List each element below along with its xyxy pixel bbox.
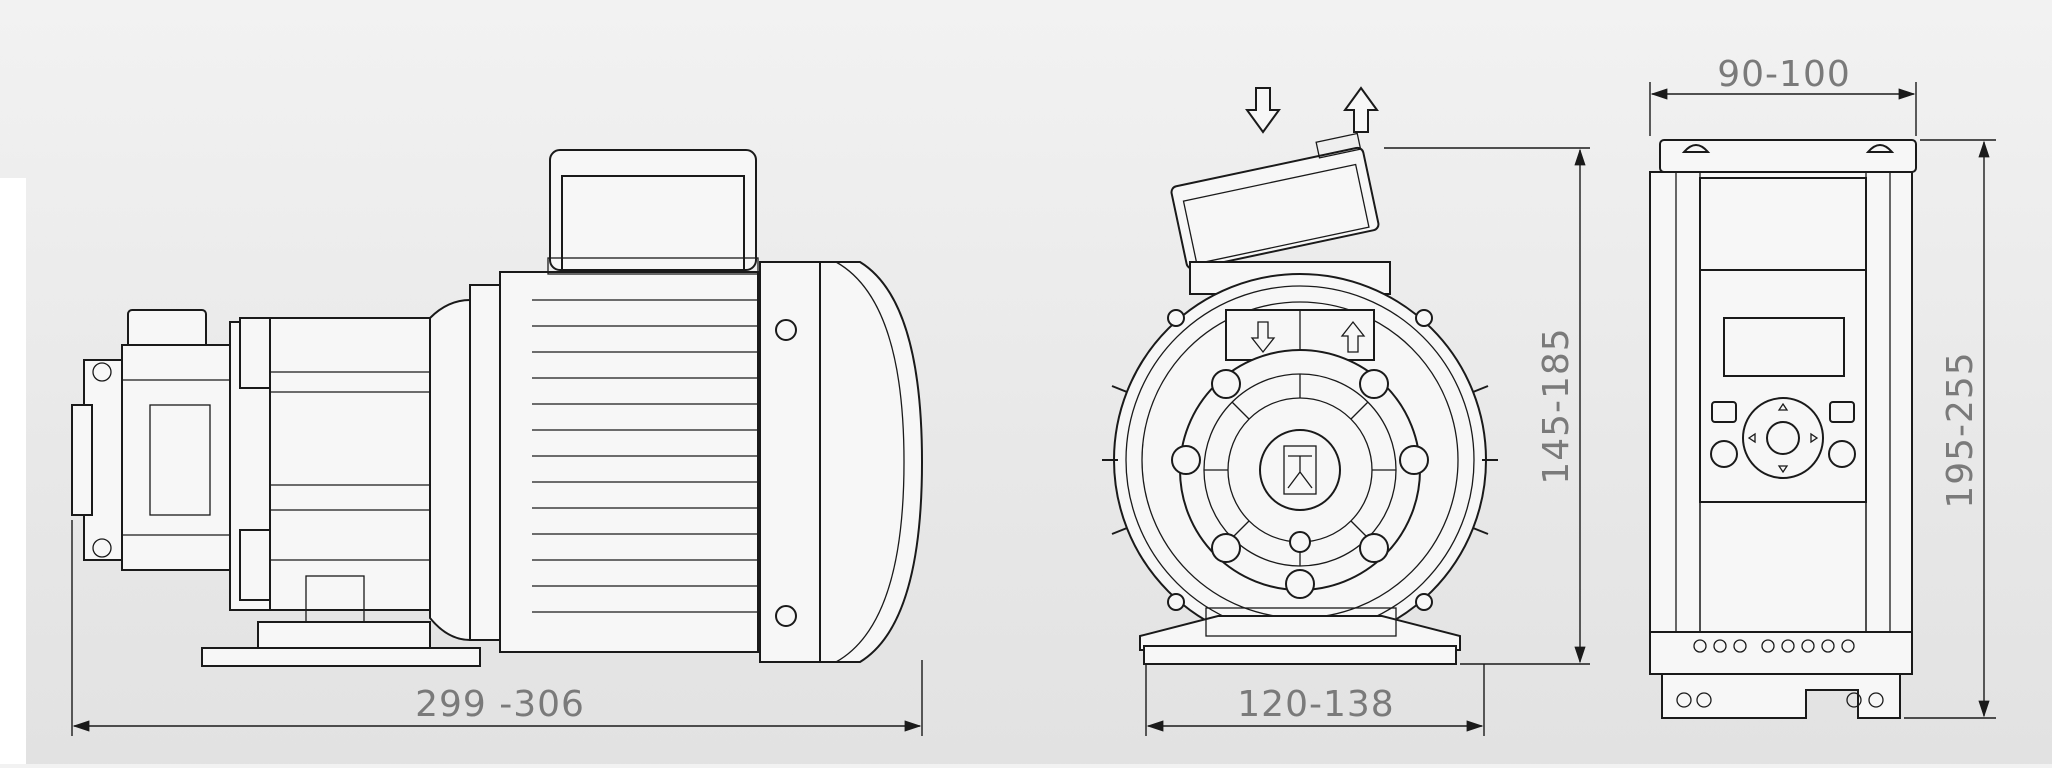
drive-left-button (1710, 440, 1738, 468)
drive-right-softkey (1829, 401, 1855, 423)
dimension-pump-length: 299 -306 (71, 520, 923, 736)
motor-fins (532, 299, 758, 613)
pump-side-view (71, 149, 924, 667)
vfd-drive (1649, 139, 1917, 719)
drive-right-button (1828, 440, 1856, 468)
drive-left-softkey (1711, 401, 1737, 423)
arrow-up-icon (1343, 86, 1379, 133)
arrow-down-icon (1245, 87, 1281, 134)
dimension-pump-height: 145-185 (1384, 147, 1590, 665)
dimension-label-pump-height: 145-185 (1536, 327, 1577, 484)
dimension-label-pump-length: 299 -306 (415, 684, 585, 725)
pump-head-ribs (1204, 374, 1396, 566)
arrow-up-icon (1340, 320, 1366, 353)
edge-strip (0, 178, 26, 764)
dimension-label-drive-width: 90-100 (1717, 54, 1851, 95)
dimension-drive-width: 90-100 (1649, 54, 1917, 136)
pump-front-view (1102, 132, 1498, 665)
dimension-label-drive-height: 195-255 (1940, 351, 1981, 508)
terminal-screws (1693, 639, 1855, 653)
motor-fin-ticks (1102, 309, 1498, 611)
drive-ok-button (1766, 421, 1800, 455)
brand-logo-icon (1283, 445, 1317, 495)
drive-display (1723, 317, 1845, 377)
arrow-down-icon (1250, 321, 1276, 354)
dimension-label-pump-width: 120-138 (1237, 684, 1394, 725)
dimension-drive-height: 195-255 (1904, 139, 1996, 719)
dimension-pump-width: 120-138 (1145, 664, 1485, 736)
